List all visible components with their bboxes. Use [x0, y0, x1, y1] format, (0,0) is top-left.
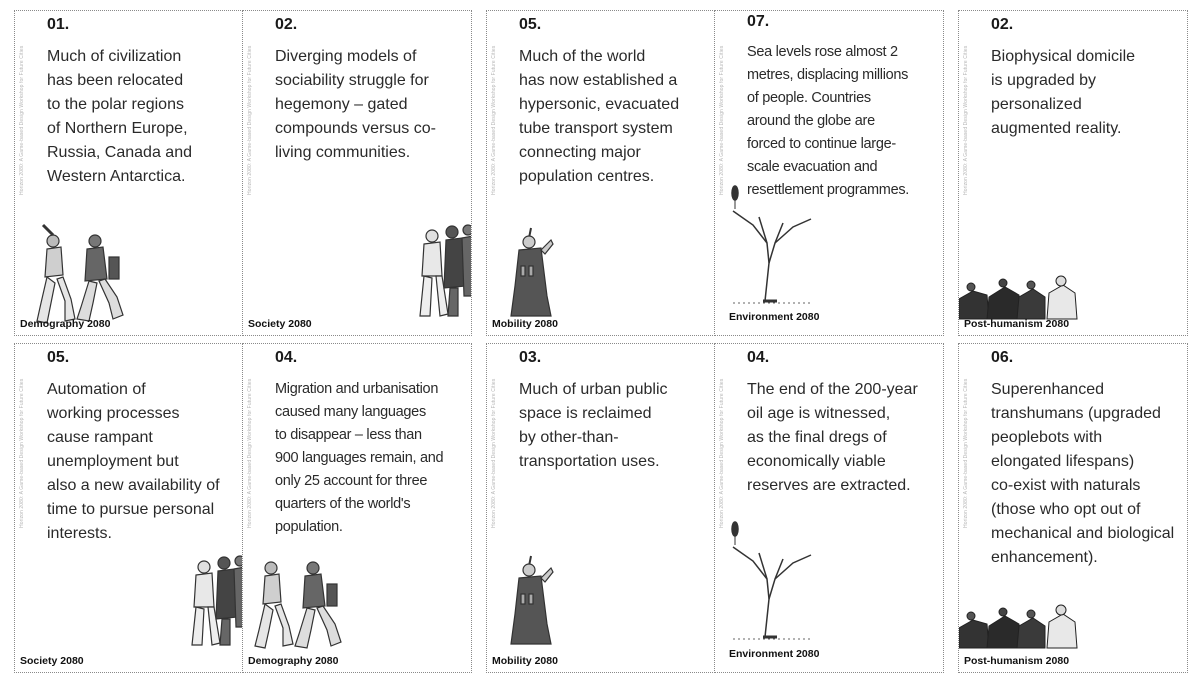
- card-posthumanism-06: Horizon 2080: A Game-based Design Worksh…: [958, 343, 1188, 673]
- crowd-figures-icon: [419, 224, 471, 317]
- walking-figures-icon: [254, 561, 342, 649]
- card-number: 06.: [991, 349, 1014, 366]
- card-side-text: Horizon 2080: A Game-based Design Worksh…: [491, 45, 497, 195]
- card-text: The end of the 200-year oil age is witne…: [747, 381, 918, 494]
- card-side-text: Horizon 2080: A Game-based Design Worksh…: [963, 45, 969, 195]
- walking-figures-icon: [36, 223, 124, 324]
- card-text: Much of civilization has been relocated …: [47, 48, 192, 185]
- card-text: Diverging models of sociability struggle…: [275, 48, 436, 161]
- card-category: Mobility 2080: [492, 318, 558, 330]
- card-number: 02.: [275, 16, 298, 33]
- card-number: 05.: [47, 349, 70, 366]
- card-category: Post-humanism 2080: [964, 655, 1070, 667]
- card-environment-07: Horizon 2080: A Game-based Design Worksh…: [714, 10, 944, 336]
- robot-figures-icon: [959, 275, 1078, 320]
- card-text: Migration and urbanisation caused many l…: [275, 381, 444, 535]
- card-text: Biophysical domicile is upgraded by pers…: [991, 48, 1136, 137]
- crowd-figures-icon: [191, 555, 242, 646]
- card-category: Demography 2080: [248, 655, 339, 667]
- card-category: Environment 2080: [729, 311, 820, 323]
- card-side-text: Horizon 2080: A Game-based Design Worksh…: [247, 378, 253, 528]
- card-environment-04: Horizon 2080: A Game-based Design Worksh…: [714, 343, 944, 673]
- card-demography-01: Horizon 2080: A Game-based Design Worksh…: [14, 10, 243, 336]
- card-side-text: Horizon 2080: A Game-based Design Worksh…: [247, 45, 253, 195]
- card-side-text: Horizon 2080: A Game-based Design Worksh…: [19, 378, 25, 528]
- card-text: Much of the world has now established a …: [519, 48, 680, 185]
- card-number: 05.: [519, 16, 542, 33]
- card-side-text: Horizon 2080: A Game-based Design Worksh…: [719, 45, 725, 195]
- card-text: Much of urban public space is reclaimed …: [519, 381, 668, 470]
- card-number: 04.: [275, 349, 298, 366]
- card-posthumanism-02: Horizon 2080: A Game-based Design Worksh…: [958, 10, 1188, 336]
- dead-tree-icon: [731, 185, 813, 304]
- card-text: Superenhanced transhumans (upgraded peop…: [991, 381, 1175, 566]
- card-category: Society 2080: [248, 318, 312, 330]
- card-side-text: Horizon 2080: A Game-based Design Worksh…: [19, 45, 25, 195]
- dead-tree-icon: [731, 521, 813, 640]
- card-text: Sea levels rose almost 2 metres, displac…: [747, 44, 910, 198]
- card-category: Post-humanism 2080: [964, 318, 1070, 330]
- traveller-figure-icon: [510, 555, 554, 645]
- card-category: Environment 2080: [729, 648, 820, 660]
- card-category: Demography 2080: [20, 318, 111, 330]
- card-number: 03.: [519, 349, 542, 366]
- card-text: Automation of working processes cause ra…: [47, 381, 220, 542]
- card-number: 07.: [747, 13, 770, 30]
- card-number: 02.: [991, 16, 1014, 33]
- card-side-text: Horizon 2080: A Game-based Design Worksh…: [491, 378, 497, 528]
- card-mobility-03: Horizon 2080: A Game-based Design Worksh…: [486, 343, 715, 673]
- card-side-text: Horizon 2080: A Game-based Design Worksh…: [963, 378, 969, 528]
- traveller-figure-icon: [510, 227, 554, 317]
- card-demography-04: Horizon 2080: A Game-based Design Worksh…: [242, 343, 472, 673]
- card-society-02: Horizon 2080: A Game-based Design Worksh…: [242, 10, 472, 336]
- card-category: Society 2080: [20, 655, 84, 667]
- card-number: 04.: [747, 349, 770, 366]
- card-category: Mobility 2080: [492, 655, 558, 667]
- card-society-05: Horizon 2080: A Game-based Design Worksh…: [14, 343, 243, 673]
- card-side-text: Horizon 2080: A Game-based Design Worksh…: [719, 378, 725, 528]
- card-number: 01.: [47, 16, 70, 33]
- robot-figures-icon: [959, 604, 1078, 649]
- card-mobility-05: Horizon 2080: A Game-based Design Worksh…: [486, 10, 715, 336]
